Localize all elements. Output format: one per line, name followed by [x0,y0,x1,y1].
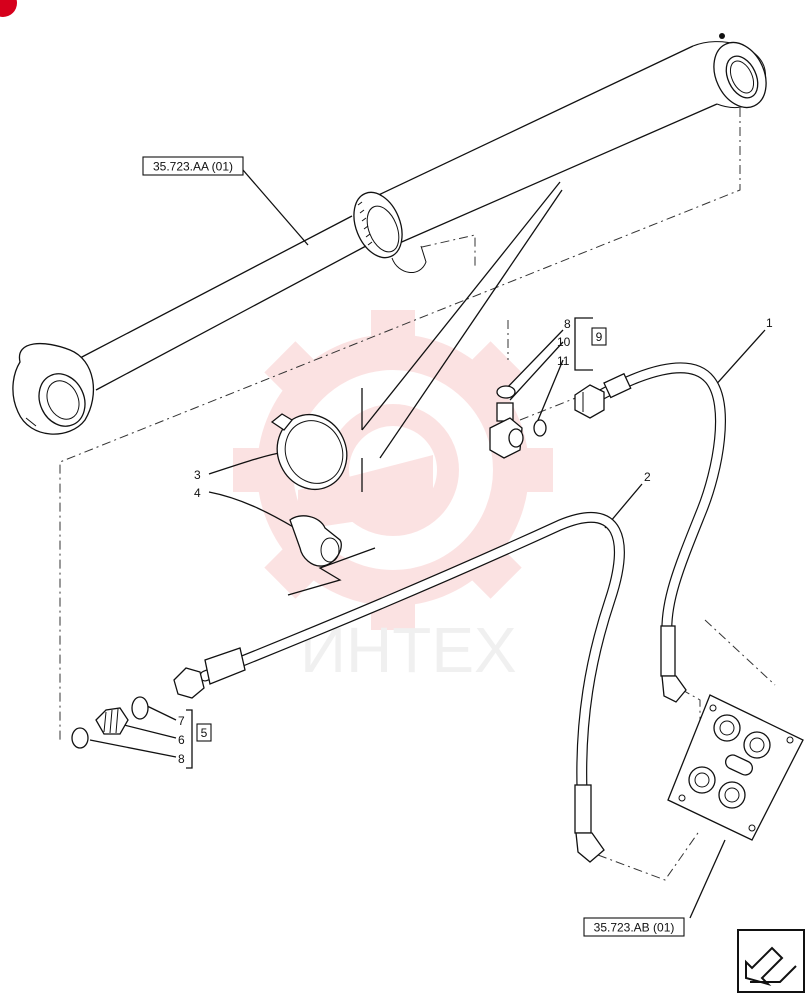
hose-1 [574,362,726,703]
ref-cylinder[interactable]: 35.723.AA (01) [142,156,244,176]
callout-5: 5 [201,726,208,740]
callout-labels: 1 2 3 4 7 6 8 8 10 11 9 5 [178,316,773,766]
ref-valve-block-label: 35.723.AB (01) [594,921,675,935]
callout-9-box: 9 [591,327,607,346]
callout-5-box: 5 [196,723,212,742]
callout-2: 2 [644,470,651,484]
callout-9: 9 [596,330,603,344]
callout-8-upper: 8 [564,317,571,331]
fitting-set-top [489,385,547,459]
watermark: ИНТЕХ [233,310,553,686]
fitting-set-left [71,696,149,749]
callout-7: 7 [178,714,185,728]
hydraulic-cylinder [12,33,767,435]
callout-6: 6 [178,733,185,747]
callout-10: 10 [557,335,571,349]
hose-clamp [270,413,348,490]
leader-lines [89,169,766,919]
callout-1: 1 [766,316,773,330]
protective-sleeve [289,515,342,567]
corner-marker [0,0,17,17]
hose-2 [173,511,625,863]
ref-valve-block[interactable]: 35.723.AB (01) [583,917,685,937]
break-line [287,547,376,596]
callout-11: 11 [557,354,570,368]
callout-4: 4 [194,486,201,500]
callout-3: 3 [194,468,201,482]
arrow-navigation-icon[interactable] [737,929,805,993]
valve-block [667,694,804,841]
ref-cylinder-label: 35.723.AA (01) [153,160,233,174]
callout-8-lower: 8 [178,752,185,766]
